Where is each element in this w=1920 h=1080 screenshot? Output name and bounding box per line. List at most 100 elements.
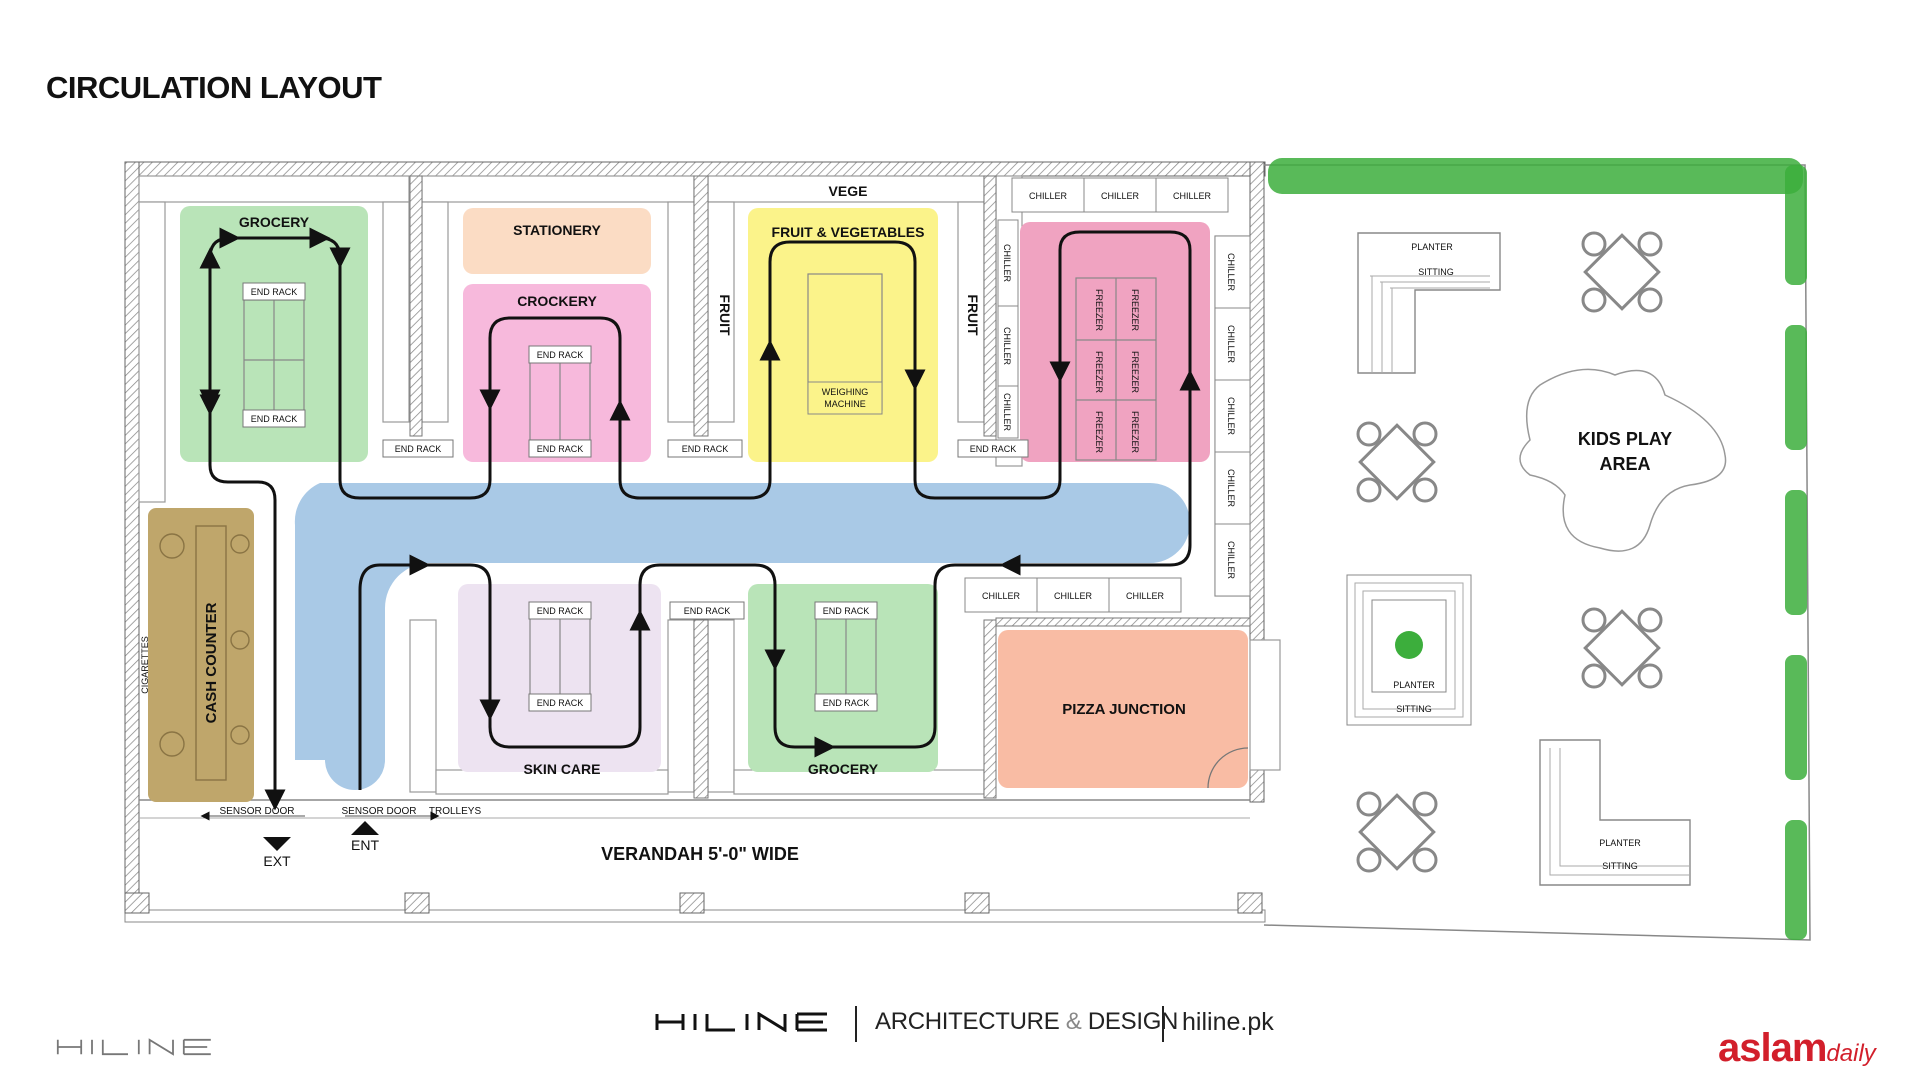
cash-counter-desk [159,525,250,781]
table [1356,421,1438,503]
label-kids-play-1: KIDS PLAY [1578,429,1672,449]
label-cigarettes: CIGARETTES [140,636,150,694]
label-trolleys: TROLLEYS [429,806,482,817]
label-sensor-door-exit: SENSOR DOOR [219,806,294,817]
label-planter: PLANTER [1393,680,1435,690]
chiller: CHILLER [1083,177,1157,213]
label-vege: VEGE [829,183,868,199]
zone-fruit-veg [748,208,938,462]
freezer: FREEZER [1130,351,1140,394]
chiller: CHILLER [997,219,1019,307]
label-fruit-right: FRUIT [965,294,981,336]
doors [200,747,1249,821]
chiller: CHILLER [1214,379,1251,453]
outdoor-area: PLANTER SITTING PLANTER SITTING PLANTER … [1263,158,1811,941]
svg-text:CHILLER: CHILLER [1226,325,1236,364]
svg-text:CHILLER: CHILLER [1029,191,1068,201]
hiline-logo [655,1012,827,1032]
svg-text:CHILLER: CHILLER [1226,541,1236,580]
label-grocery-top: GROCERY [239,214,310,230]
label-sitting: SITTING [1418,267,1454,277]
hedge-top [1268,158,1803,194]
svg-text:END RACK: END RACK [537,606,584,616]
hedge-right [1785,655,1807,780]
svg-text:CHILLER: CHILLER [1126,591,1165,601]
label-exit: EXT [263,853,291,869]
svg-text:END RACK: END RACK [823,698,870,708]
end-rack: END RACK [382,439,454,458]
table [1581,607,1663,689]
page-title: CIRCULATION LAYOUT [46,70,382,105]
svg-text:CHILLER: CHILLER [1002,327,1012,366]
svg-text:END RACK: END RACK [823,606,870,616]
label-sensor-door-entry: SENSOR DOOR [341,806,416,817]
hedge-right [1785,490,1807,615]
zone-grocery-bottom [748,584,938,772]
chiller: CHILLER [1108,577,1182,613]
svg-text:CHILLER: CHILLER [982,591,1021,601]
brand-main: aslam [1718,1026,1827,1070]
freezer: FREEZER [1094,351,1104,394]
entry-arrow [351,821,379,835]
freezers: FREEZER FREEZER FREEZER FREEZER FREEZER … [1094,289,1140,454]
svg-text:CHILLER: CHILLER [1226,397,1236,436]
table [1581,231,1663,313]
end-rack: END RACK [528,693,592,712]
hiline-corner-logo [56,1038,211,1056]
footer-url[interactable]: hiline.pk [1182,1008,1274,1036]
weighing-machine [807,381,883,415]
svg-text:CHILLER: CHILLER [1173,191,1212,201]
label-stationery: STATIONERY [513,222,601,238]
freezer: FREEZER [1094,289,1104,332]
label-kids-play-2: AREA [1599,454,1650,474]
chiller: CHILLER [1214,307,1251,381]
label-crockery: CROCKERY [517,293,597,309]
svg-text:CHILLER: CHILLER [1226,469,1236,508]
zone-freezer [1020,222,1210,462]
svg-text:END RACK: END RACK [251,287,298,297]
tree-icon [1395,631,1423,659]
end-rack: END RACK [242,409,306,428]
label-sitting: SITTING [1396,704,1432,714]
label-sitting: SITTING [1602,861,1638,871]
label-fruit-left: FRUIT [717,294,733,336]
end-rack: END RACK [957,439,1029,458]
chiller: CHILLER [964,577,1038,613]
svg-text:CHILLER: CHILLER [1226,253,1236,292]
footer-divider [1162,1006,1164,1042]
label-cash-counter: CASH COUNTER [203,602,220,723]
end-rack: END RACK [814,693,878,712]
end-rack: END RACK [242,282,306,301]
hedge-right [1785,820,1807,940]
footer-architecture: ARCHITECTURE [875,1008,1060,1035]
end-rack: END RACK [669,601,745,620]
hedge-right [1785,165,1807,285]
svg-text:CHILLER: CHILLER [1002,393,1012,432]
weighing-label-1: WEIGHING [822,387,869,397]
end-rack: END RACK [528,439,592,458]
freezer: FREEZER [1130,411,1140,454]
partitions [409,175,1251,799]
label-planter: PLANTER [1411,242,1453,252]
zone-stationery [463,208,651,274]
svg-text:END RACK: END RACK [970,444,1017,454]
freezer: FREEZER [1130,289,1140,332]
svg-text:END RACK: END RACK [251,414,298,424]
floor-plan: END RACK END RACK END RACK END RACK END … [124,158,1811,941]
label-fruit-veg: FRUIT & VEGETABLES [772,224,925,240]
chiller: CHILLER [997,305,1019,387]
chiller: CHILLER [1214,451,1251,525]
svg-text:END RACK: END RACK [682,444,729,454]
walkway [294,483,1190,790]
label-pizza: PIZZA JUNCTION [1062,701,1186,718]
freezer: FREEZER [1094,411,1104,454]
footer-amp: & [1065,1008,1082,1035]
chiller: CHILLER [1214,523,1251,597]
aslam-daily-logo: aslamdaily [1718,1026,1876,1071]
svg-text:CHILLER: CHILLER [1101,191,1140,201]
svg-text:END RACK: END RACK [537,350,584,360]
footer-tagline: ARCHITECTURE & DESIGN [875,1008,1178,1036]
chiller: CHILLER [1155,177,1229,213]
chiller: CHILLER [1214,235,1251,309]
circulation-path [199,227,1201,811]
